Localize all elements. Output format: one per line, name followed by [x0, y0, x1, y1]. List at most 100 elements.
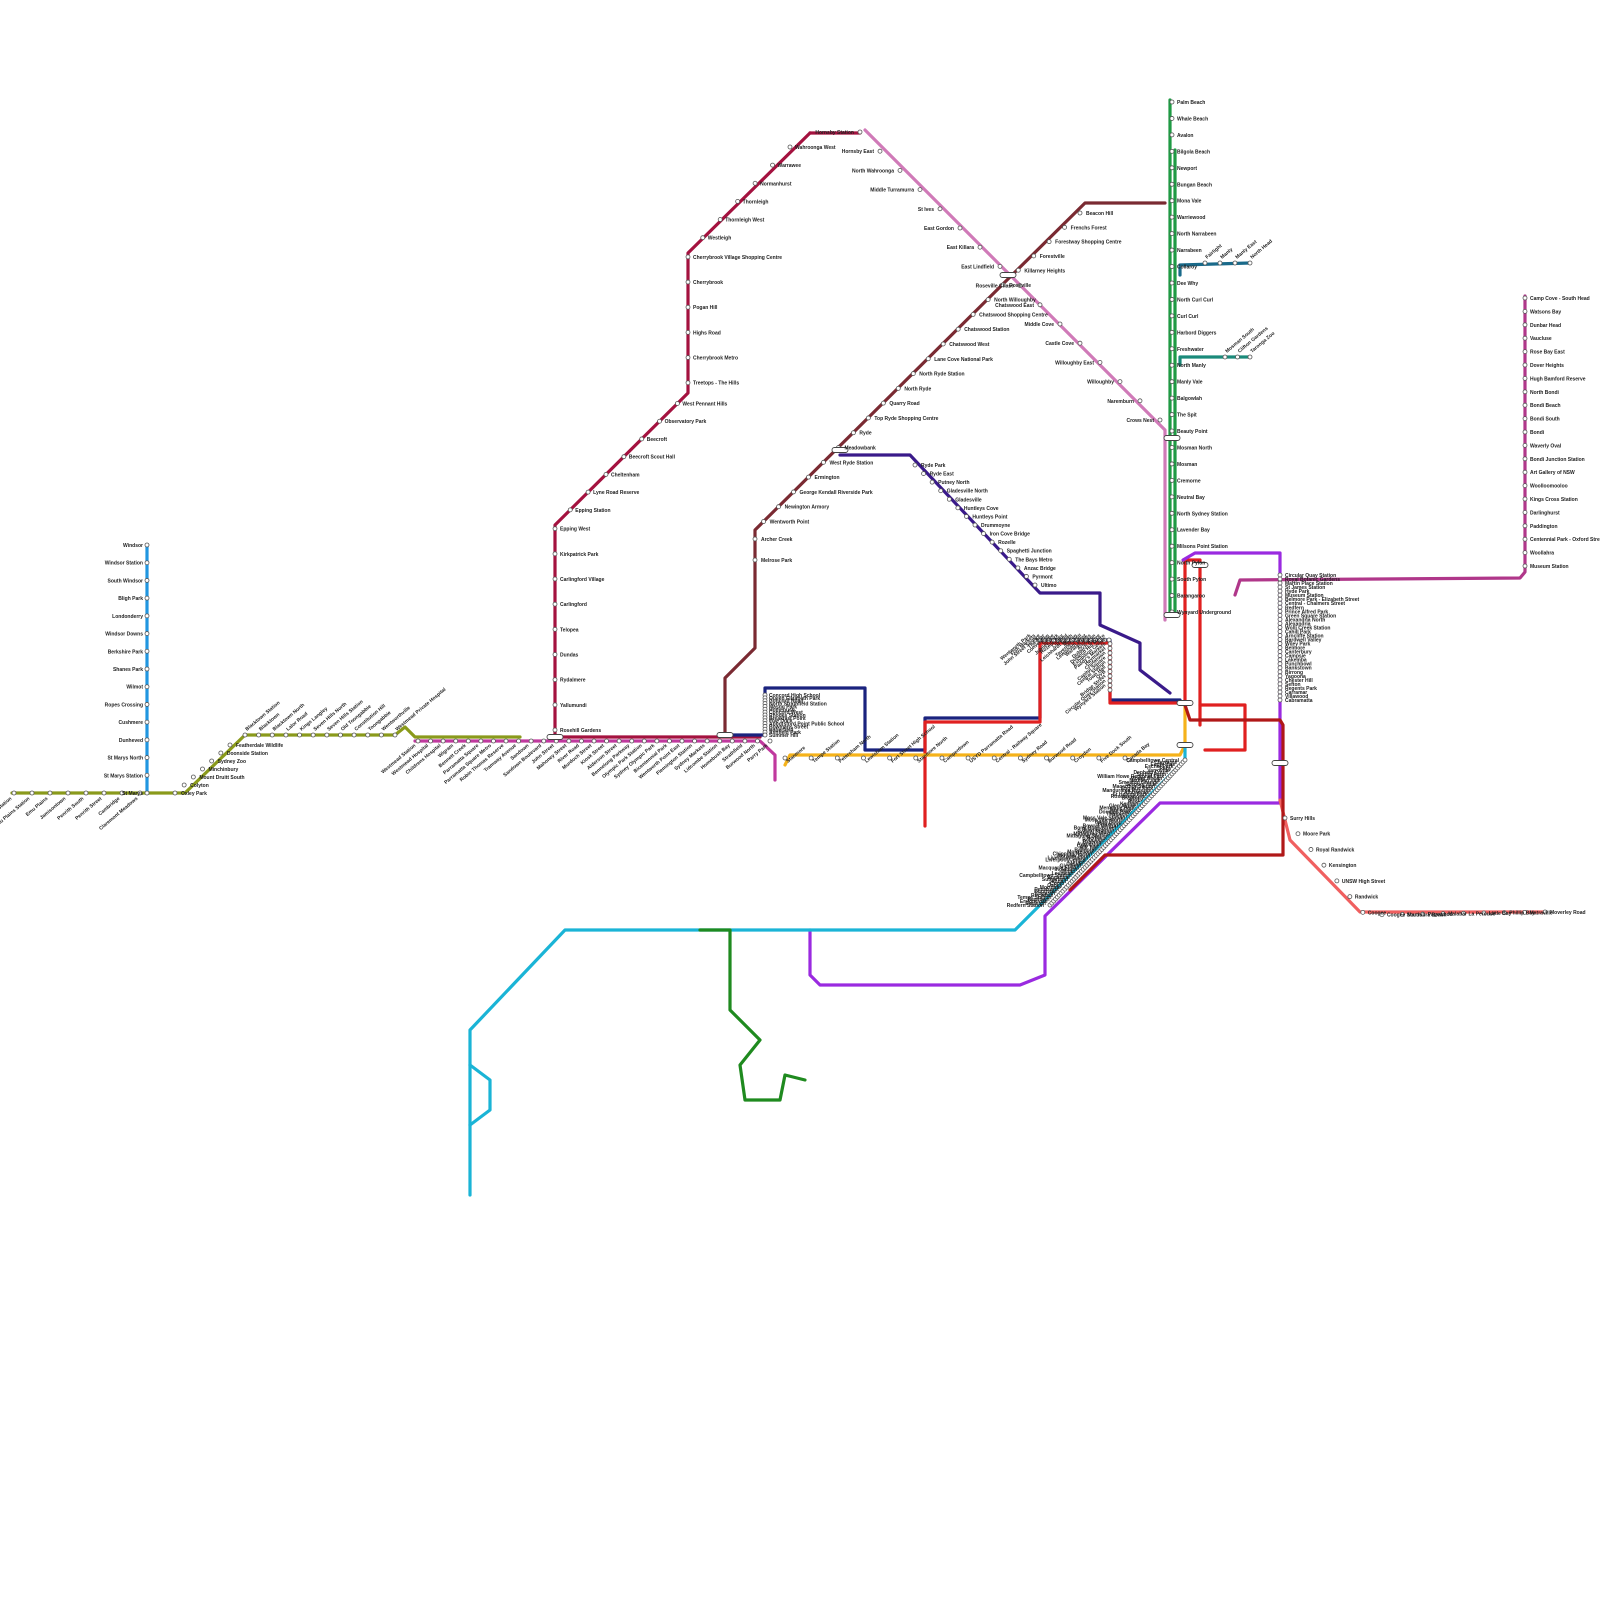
station-blue_n[interactable] — [144, 702, 150, 707]
station-blue_n[interactable] — [144, 719, 150, 725]
station-magenta_trunk[interactable] — [566, 738, 572, 744]
station-purple_e[interactable] — [1277, 661, 1283, 667]
central-chalmers-interchange[interactable] — [1271, 760, 1289, 766]
station-crimson_n[interactable] — [735, 199, 741, 204]
station-cyan[interactable] — [1182, 757, 1188, 763]
station-green_n[interactable] — [1169, 99, 1175, 105]
station-maroon[interactable] — [865, 415, 871, 421]
station-maroon[interactable] — [880, 400, 886, 406]
station-magenta_trunk[interactable] — [755, 738, 760, 744]
station-maroon[interactable] — [821, 459, 826, 465]
station-purple_e[interactable] — [1277, 588, 1283, 594]
station-gold[interactable] — [1044, 755, 1049, 761]
station-red[interactable] — [1107, 669, 1113, 674]
station-magenta_trunk[interactable] — [616, 738, 622, 744]
station-purple_e[interactable] — [1277, 620, 1283, 626]
station-maroon[interactable] — [910, 371, 916, 376]
station-magenta_trunk[interactable] — [478, 738, 484, 744]
station-green_n[interactable] — [1169, 510, 1175, 516]
station-olive_w[interactable] — [65, 790, 71, 796]
station-purple_e[interactable] — [1277, 600, 1283, 606]
station-purple_e[interactable] — [1277, 673, 1283, 679]
station-steel[interactable] — [1232, 260, 1238, 266]
station-red[interactable] — [1097, 637, 1103, 643]
station-olive_top[interactable] — [283, 732, 289, 738]
station-maroon[interactable] — [940, 341, 946, 347]
station-red[interactable] — [1107, 645, 1113, 651]
station-maroon[interactable] — [1046, 239, 1052, 245]
station-green_n[interactable] — [1169, 297, 1175, 302]
central-railway-square-interchange[interactable] — [1176, 742, 1194, 748]
station-pink_n[interactable] — [977, 244, 983, 250]
station-pink_n[interactable] — [1137, 398, 1143, 404]
station-red[interactable] — [1107, 664, 1113, 670]
station-plum[interactable] — [1522, 496, 1528, 502]
station-green_n[interactable] — [1169, 214, 1175, 220]
station-green_n[interactable] — [1169, 412, 1175, 417]
olympic-park-interchange[interactable] — [716, 732, 734, 738]
station-crimson_n[interactable] — [552, 702, 558, 708]
station-green_n[interactable] — [1169, 543, 1175, 549]
station-olive_e[interactable] — [172, 790, 178, 796]
station-green_n[interactable] — [1169, 346, 1175, 352]
station-plum[interactable] — [1522, 322, 1528, 328]
station-maroon[interactable] — [925, 356, 931, 362]
station-green_n[interactable] — [1169, 280, 1175, 286]
station-red[interactable] — [1107, 650, 1113, 656]
station-olive_top[interactable] — [256, 732, 262, 738]
station-maroon[interactable] — [985, 297, 991, 303]
station-crimson_n[interactable] — [552, 727, 558, 733]
station-teal[interactable] — [1247, 354, 1253, 360]
haymarket-interchange[interactable] — [1176, 700, 1194, 706]
station-pink_n[interactable] — [1157, 417, 1163, 423]
station-maroon[interactable] — [851, 430, 856, 436]
station-salmon[interactable] — [1461, 910, 1466, 916]
station-indigo[interactable] — [998, 548, 1004, 554]
station-magenta_trunk[interactable] — [692, 738, 697, 744]
station-salmon[interactable] — [1308, 847, 1314, 852]
station-blue_n[interactable] — [144, 542, 150, 548]
station-purple_e[interactable] — [1277, 685, 1283, 691]
station-red[interactable] — [1046, 637, 1052, 643]
station-purple_e[interactable] — [1277, 576, 1283, 582]
station-crimson_n[interactable] — [685, 304, 691, 310]
station-purple_e[interactable] — [1277, 689, 1283, 695]
station-purple_e[interactable] — [1277, 608, 1283, 614]
station-green_n[interactable] — [1169, 445, 1175, 450]
station-pink_n[interactable] — [1117, 379, 1123, 385]
station-olive_w[interactable] — [47, 790, 53, 796]
station-plum[interactable] — [1522, 550, 1528, 555]
station-maroon[interactable] — [752, 557, 758, 563]
station-plum[interactable] — [1522, 483, 1528, 489]
station-salmon[interactable] — [1481, 910, 1487, 916]
station-purple_e[interactable] — [1277, 580, 1283, 586]
station-plum[interactable] — [1522, 536, 1528, 542]
station-magenta_trunk[interactable] — [667, 738, 672, 744]
station-green_n[interactable] — [1169, 329, 1175, 335]
station-red[interactable] — [1032, 637, 1038, 643]
station-magenta_trunk[interactable] — [767, 738, 773, 744]
station-crimson_n[interactable] — [685, 329, 691, 335]
station-crimson_n[interactable] — [639, 436, 645, 442]
station-plum[interactable] — [1522, 335, 1528, 341]
station-blue_n[interactable] — [144, 666, 150, 672]
station-crimson_n[interactable] — [675, 401, 680, 406]
station-green_n[interactable] — [1169, 494, 1175, 500]
station-magenta_trunk[interactable] — [528, 738, 534, 744]
station-olive_e[interactable] — [181, 782, 187, 788]
station-purple_e[interactable] — [1277, 637, 1283, 642]
station-crimson_n[interactable] — [717, 217, 723, 222]
station-maroon[interactable] — [1031, 253, 1037, 259]
station-pink_n[interactable] — [1097, 359, 1103, 365]
station-green_n[interactable] — [1169, 428, 1175, 434]
station-magenta_trunk[interactable] — [516, 738, 521, 744]
rosehill-interchange[interactable] — [546, 734, 564, 740]
station-blue_n[interactable] — [144, 578, 150, 583]
station-pink_n[interactable] — [917, 187, 923, 193]
station-purple_e[interactable] — [1277, 653, 1283, 659]
station-olive_e[interactable] — [200, 766, 205, 772]
station-gold[interactable] — [1070, 755, 1076, 761]
ryde-interchange[interactable] — [831, 447, 849, 453]
station-salmon[interactable] — [1321, 862, 1327, 868]
station-salmon[interactable] — [1440, 911, 1446, 917]
